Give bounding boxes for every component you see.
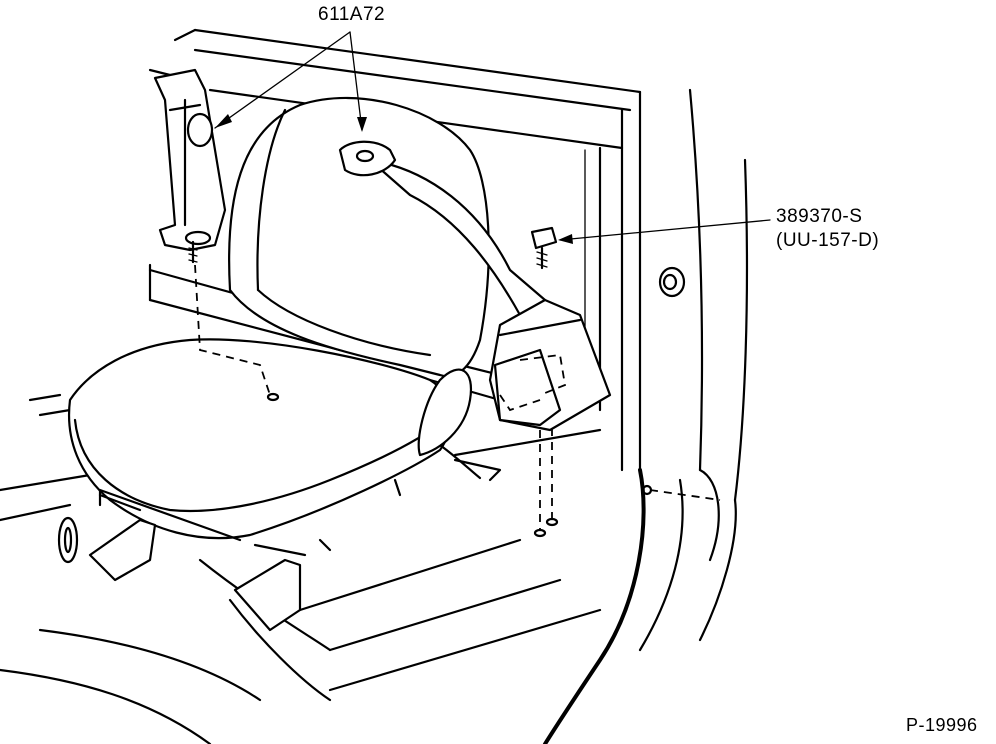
anchor-bolt <box>530 226 558 270</box>
bolt-part-number: 389370-S <box>776 206 863 227</box>
figure-number: P-19996 <box>906 715 978 735</box>
door-pillar <box>543 88 749 744</box>
seat-cushion <box>68 338 482 542</box>
callout-leaders <box>214 31 771 244</box>
cab-floor <box>0 393 602 744</box>
belt-retractor <box>488 298 612 432</box>
shoulder-belt <box>338 140 547 317</box>
bolt-alt-part-number: (UU-157-D) <box>776 230 880 251</box>
belt-part-number: 611A72 <box>318 4 386 25</box>
belt-anchor-left <box>153 68 227 264</box>
seat-side-bracket <box>417 368 473 457</box>
seat-track-brackets <box>88 458 502 632</box>
floor-bolt-holes <box>533 428 559 538</box>
anchor-hole <box>194 264 280 402</box>
seat-back <box>228 96 490 378</box>
